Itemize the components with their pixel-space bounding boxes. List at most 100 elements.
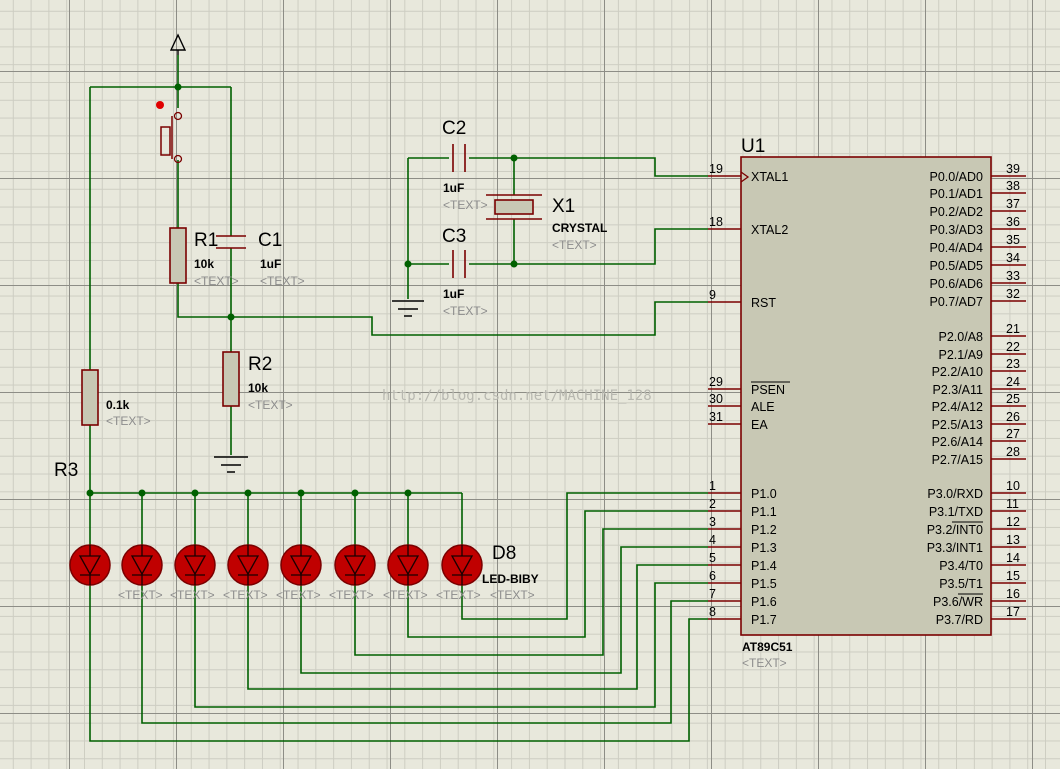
watermark: http://blog.csdn.net/MACHINE_128 xyxy=(382,388,652,404)
c1-text: <TEXT> xyxy=(260,274,305,288)
pin-number: 32 xyxy=(1006,287,1020,301)
pin-name: P3.5/T1 xyxy=(939,577,983,591)
pin-name: P0.0/AD0 xyxy=(929,170,983,184)
mcu-u1[interactable]: U1 AT89C51 <TEXT> 19XTAL118XTAL29RST29PS… xyxy=(708,136,1026,670)
u1-pin-p1-1[interactable]: 2P1.1 xyxy=(708,497,777,519)
r3-value: 0.1k xyxy=(106,398,130,412)
led-text: <TEXT> xyxy=(276,588,321,602)
pin-name: P0.7/AD7 xyxy=(929,295,983,309)
pin-name: P0.6/AD6 xyxy=(929,277,983,291)
pin-number: 36 xyxy=(1006,215,1020,229)
pin-name: P2.3/A11 xyxy=(932,383,983,397)
resistor-r3[interactable]: 0.1k <TEXT> R3 xyxy=(54,369,151,481)
pin-number: 11 xyxy=(1006,497,1019,511)
led-text: <TEXT> xyxy=(490,588,535,602)
resistor-r2[interactable]: R2 10k <TEXT> xyxy=(222,351,293,412)
power-terminal[interactable] xyxy=(169,33,187,55)
d8-ref: D8 xyxy=(492,543,516,564)
c1-value: 1uF xyxy=(260,257,281,271)
pin-name: XTAL2 xyxy=(751,223,788,237)
pin-name: P2.5/A13 xyxy=(932,418,983,432)
pin-name: P2.0/A8 xyxy=(939,330,984,344)
led-d8-labels: D8 LED-BIBY xyxy=(482,543,539,586)
push-button[interactable] xyxy=(156,101,183,164)
pin-number: 10 xyxy=(1006,479,1020,493)
pin-name: EA xyxy=(751,418,768,432)
pin-number: 33 xyxy=(1006,269,1020,283)
pin-name: PSEN xyxy=(751,383,785,397)
led-d3[interactable]: <TEXT> xyxy=(174,544,268,602)
led-d6[interactable]: <TEXT> xyxy=(334,544,428,602)
pin-number: 13 xyxy=(1006,533,1020,547)
pin-name: P1.1 xyxy=(751,505,777,519)
c1-ref: C1 xyxy=(258,230,282,251)
pin-number: 28 xyxy=(1006,445,1020,459)
ground-symbol xyxy=(214,456,248,473)
pin-number: 14 xyxy=(1006,551,1020,565)
r1-ref: R1 xyxy=(194,230,218,251)
led-d2[interactable]: <TEXT> xyxy=(121,544,215,602)
led-d8[interactable]: <TEXT> xyxy=(441,544,535,602)
led-text: <TEXT> xyxy=(170,588,215,602)
u1-pin-p1-6[interactable]: 7P1.6 xyxy=(708,587,777,609)
led-d4[interactable]: <TEXT> xyxy=(227,544,321,602)
pin-number: 19 xyxy=(709,162,723,176)
capacitor-c3[interactable]: C3 1uF <TEXT> xyxy=(442,226,488,318)
pin-number: 16 xyxy=(1006,587,1020,601)
pin-name: ALE xyxy=(751,400,775,414)
led-d7[interactable]: <TEXT> xyxy=(387,544,481,602)
pin-number: 18 xyxy=(709,215,723,229)
pin-number: 2 xyxy=(709,497,716,511)
u1-part: AT89C51 xyxy=(742,640,793,654)
pin-name: P1.6 xyxy=(751,595,777,609)
led-d5[interactable]: <TEXT> xyxy=(280,544,374,602)
u1-pin-p1-0[interactable]: 1P1.0 xyxy=(708,479,777,501)
u1-pin-p1-5[interactable]: 6P1.5 xyxy=(708,569,777,591)
resistor-r1[interactable]: R1 10k <TEXT> xyxy=(169,227,239,288)
led-text: <TEXT> xyxy=(383,588,428,602)
pin-number: 8 xyxy=(709,605,716,619)
capacitor-c1[interactable]: C1 1uF <TEXT> xyxy=(216,230,305,288)
u1-pin-p1-4[interactable]: 5P1.4 xyxy=(708,551,777,573)
led-d1[interactable]: <TEXT> xyxy=(69,544,163,602)
u1-pin-p1-2[interactable]: 3P1.2 xyxy=(708,515,777,537)
pin-number: 30 xyxy=(709,392,723,406)
u1-pin-p1-7[interactable]: 8P1.7 xyxy=(708,605,777,627)
junction-dots xyxy=(86,83,518,497)
pin-name: XTAL1 xyxy=(751,170,788,184)
pin-name: P3.3/INT1 xyxy=(927,541,983,555)
u1-pin-p1-3[interactable]: 4P1.3 xyxy=(708,533,777,555)
crystal-x1[interactable]: X1 CRYSTAL <TEXT> xyxy=(486,194,607,252)
capacitor-c2[interactable]: C2 1uF <TEXT> xyxy=(442,118,488,212)
